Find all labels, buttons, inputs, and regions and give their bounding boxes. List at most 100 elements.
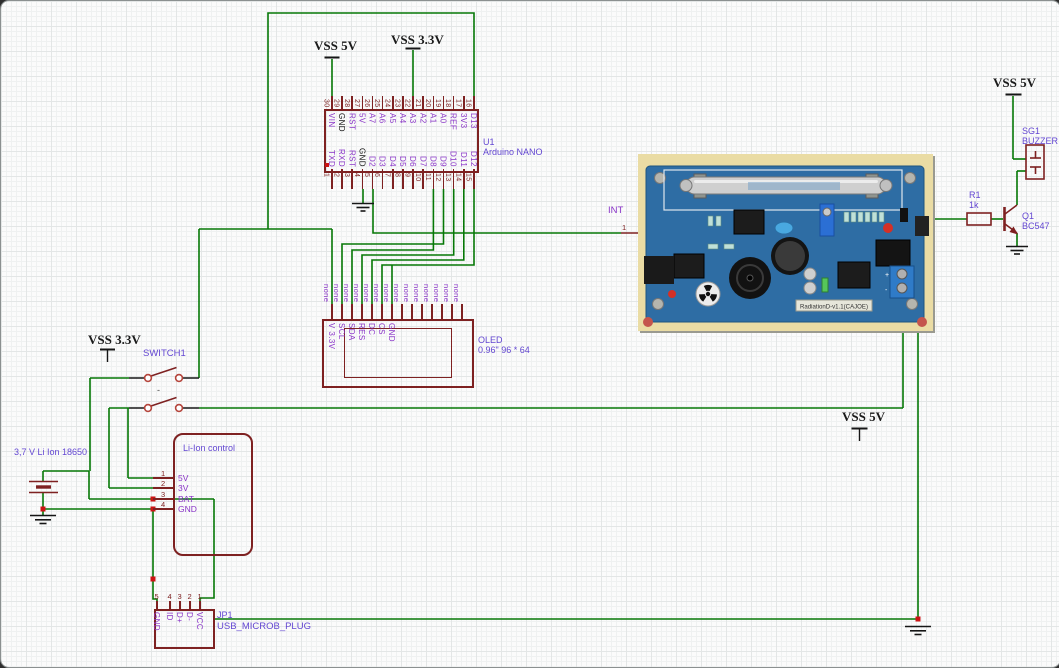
power-flag-vss33v-left[interactable]: VSS 3.3V [88,332,141,347]
component-liion-body[interactable] [173,433,253,556]
pin-stub [463,96,465,109]
resistor-symbol[interactable] [966,212,992,226]
trefoil-blade [699,294,707,302]
pin-stub [361,304,363,319]
screw [906,298,918,310]
pin-stub [402,96,404,109]
pin-stub [331,96,333,109]
pin-stub [441,304,443,319]
pin-stub [392,169,394,189]
pin-number: 27 [352,99,360,108]
board-label-text: RadiationD-v1.1(CAJOE) [800,305,868,311]
pin-number: 4 [161,499,166,509]
pin-stub [401,304,403,319]
battery-symbol[interactable] [29,480,58,494]
pin-stub [422,96,425,109]
pin-stub [199,601,201,609]
pin-label: RST [347,149,357,167]
pin-label: REF [448,113,458,131]
pin-stub [189,601,191,609]
component-oled-body[interactable] [322,319,474,388]
oled-net-label: none [372,283,381,302]
pin-stub [451,304,453,319]
oled-net-label: none [322,283,331,302]
pin-stub [341,169,343,189]
pin-number: 28 [342,99,350,108]
cap-small [803,267,817,281]
screw [652,298,664,310]
geiger-board-art: + - RadiationD-v1.1(CAJOE) [643,165,929,327]
switch-symbol[interactable] [129,366,199,413]
ic-chip [837,261,871,289]
buzzer-value: BUZZER [1022,136,1058,146]
pin-stub [411,304,413,319]
pin-stub [461,304,463,319]
pin-stub [452,96,455,109]
pin-number: 11 [423,173,431,182]
pin-label: VCC [195,612,204,631]
power-flag-vss5v-arduino[interactable]: VSS 5V [314,38,357,53]
pin-number: 3 [161,489,166,499]
pin-number: 21 [413,99,421,108]
buzzer-symbol[interactable] [1025,144,1045,180]
pin-label: A6 [377,113,387,124]
oled-net-label: none [352,283,361,302]
pin-number: 23 [393,99,401,108]
pin-stub [351,96,354,109]
pin-label: D13 [468,113,478,129]
oled-screen [344,328,452,378]
pin-label: CS [377,323,386,335]
pin-label: A5 [387,113,397,124]
pin-stub [361,96,364,109]
power-flag-vss5v-mid[interactable]: VSS 5V [842,409,885,424]
pin-number: 18 [444,99,452,108]
oled-net-label: none [392,283,401,302]
pin-stub [341,304,343,319]
pin-label: A1 [428,113,438,124]
buzzer-ref: SG1 [1022,126,1041,136]
oled-net-label: none [342,283,351,302]
pin-stub [402,169,404,189]
pin-label: GND [152,612,161,631]
wire-net[interactable] [42,12,1026,620]
power-flag-vss5v-right[interactable]: VSS 5V [993,75,1036,90]
tube-print [748,182,840,190]
ic-chip [673,253,705,279]
pin-label: D- [185,612,194,622]
pin-number: 30 [322,99,330,108]
pin-stub [371,169,374,189]
pin-label: V 3.3V [327,323,336,350]
pin-stub [473,96,475,109]
led-red [883,223,893,233]
transistor-symbol[interactable] [1003,204,1019,235]
oled-net-label: none [442,283,451,302]
pin-stub [432,96,435,109]
q1-value: BC547 [1022,221,1050,231]
pin-number: 8 [393,173,401,178]
pin-label: D10 [448,151,458,167]
terminal-screw [896,282,908,294]
pin-label: D11 [458,151,468,167]
pin-label: A3 [408,113,418,124]
pin-number: 24 [383,99,391,108]
pin-number: 9 [403,173,411,178]
ic-chip [733,209,765,235]
usb-ref: JP1 [217,610,233,620]
pin-label: GND [387,323,396,342]
foot [643,317,653,327]
pin-stub [153,487,173,489]
pin-label: SCL [337,323,346,340]
q1-ref: Q1 [1022,211,1035,221]
component-arduino-body[interactable] [324,109,479,173]
pin-stub [412,169,414,189]
pin-number: 26 [363,99,371,108]
pin-number: 16 [464,99,472,108]
component-usb-body[interactable] [154,609,215,649]
pin-label: TXD [327,149,336,167]
pin-stub [432,169,435,189]
power-flag-vss33v-arduino[interactable]: VSS 3.3V [391,32,444,47]
geiger-board-photo[interactable]: + - RadiationD-v1.1(CAJOE) [638,154,933,331]
net-label-int[interactable]: INT [608,205,624,216]
